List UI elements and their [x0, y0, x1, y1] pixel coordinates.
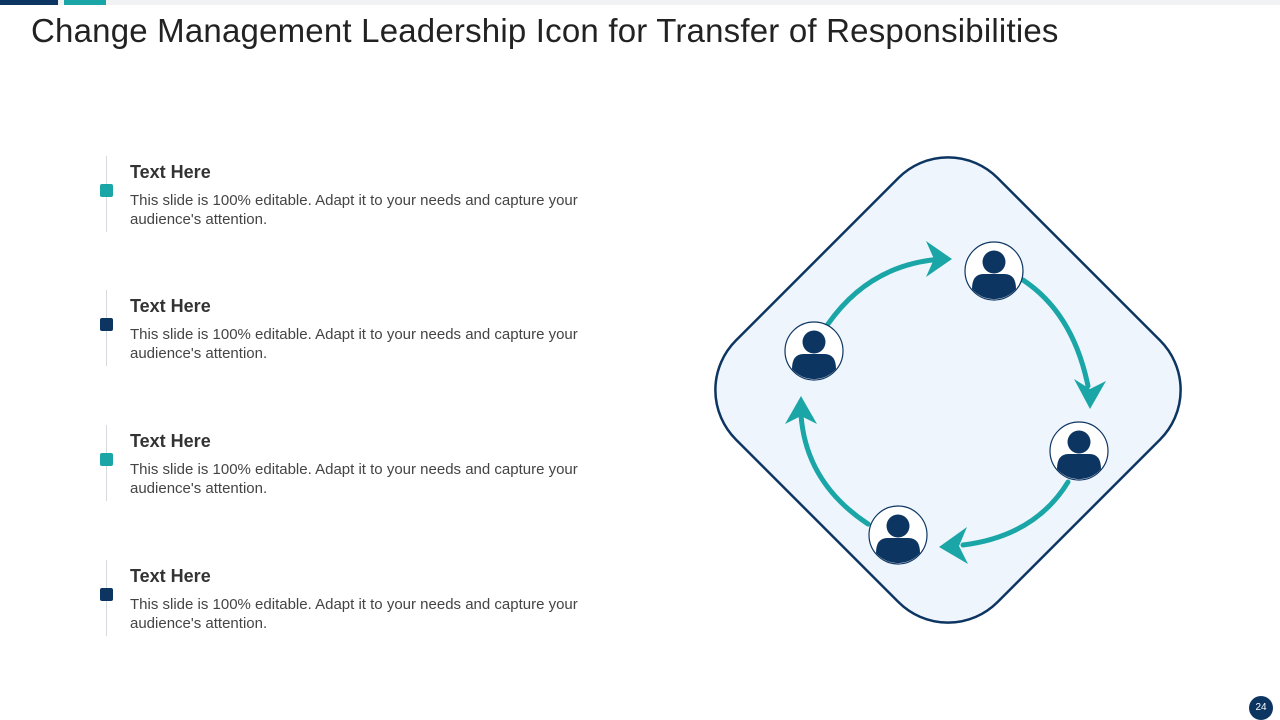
cycle-arc-bottom: [960, 479, 1071, 548]
text-item-2: Text Here This slide is 100% editable. A…: [100, 290, 600, 366]
item-description: This slide is 100% editable. Adapt it to…: [130, 596, 578, 632]
cycle-arc-right: [1020, 277, 1091, 389]
bullet-marker: [100, 318, 113, 331]
cycle-arc-left: [798, 412, 871, 527]
accent-segment-navy: [0, 0, 58, 5]
text-item-3: Text Here This slide is 100% editable. A…: [100, 425, 600, 501]
page-number-badge: 24: [1249, 696, 1273, 720]
bullet-marker: [100, 184, 113, 197]
arrow-head-right: [1074, 379, 1106, 409]
person-icon: [784, 321, 844, 381]
person-icon: [868, 505, 928, 565]
top-accent-bar: [0, 0, 1280, 5]
text-item-1: Text Here This slide is 100% editable. A…: [100, 156, 600, 232]
arrow-heads: [785, 241, 1106, 564]
bullet-marker: [100, 588, 113, 601]
arrow-head-left: [785, 396, 817, 424]
item-heading: Text Here: [130, 296, 211, 316]
cycle-arrow-icon: [798, 256, 1091, 548]
arrow-head-bottom: [939, 527, 968, 564]
bullet-marker: [100, 453, 113, 466]
item-description: This slide is 100% editable. Adapt it to…: [130, 461, 578, 497]
rounded-diamond-shape: [714, 156, 1182, 624]
person-icon: [1049, 421, 1109, 481]
item-description: This slide is 100% editable. Adapt it to…: [130, 326, 578, 362]
item-heading: Text Here: [130, 162, 211, 182]
item-heading: Text Here: [130, 566, 211, 586]
text-item-4: Text Here This slide is 100% editable. A…: [100, 560, 600, 636]
item-description: This slide is 100% editable. Adapt it to…: [130, 192, 578, 228]
accent-segment-teal: [64, 0, 106, 5]
item-heading: Text Here: [130, 431, 211, 451]
transfer-cycle-diagram: [714, 156, 1182, 624]
slide-title: Change Management Leadership Icon for Tr…: [31, 12, 1059, 49]
arrow-head-top: [926, 241, 952, 277]
cycle-arc-top: [825, 256, 945, 327]
diamond-background: [714, 156, 1182, 624]
person-icon: [964, 241, 1024, 301]
